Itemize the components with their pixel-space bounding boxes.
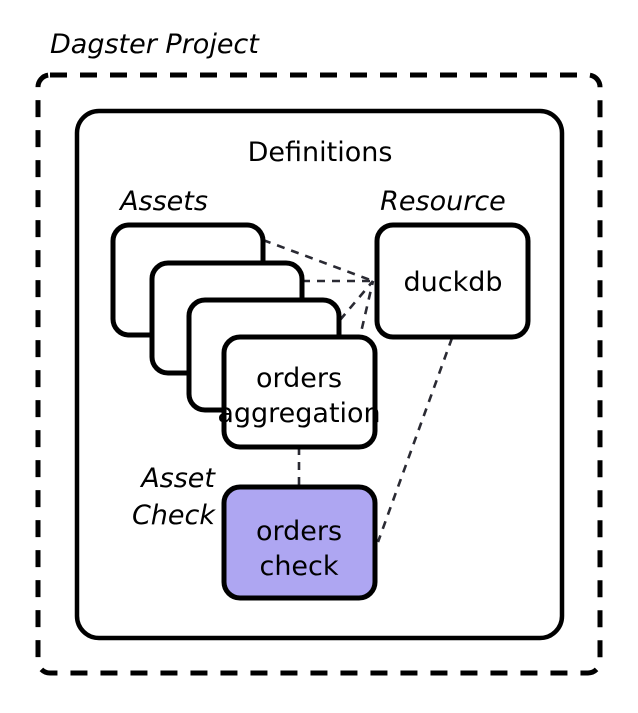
asset-check-orders-node[interactable] <box>221 484 378 601</box>
resource-duckdb-label: duckdb <box>403 267 502 298</box>
asset-check-group-label-line1: Asset <box>139 463 216 494</box>
asset-check-label-line2: check <box>259 551 338 582</box>
edge-asset3-to-duckdb <box>339 280 374 321</box>
edge-duckdb-to-orders-check <box>376 337 454 543</box>
project-title: Dagster Project <box>50 29 260 60</box>
assets-group-label: Assets <box>118 186 208 217</box>
resource-duckdb-node[interactable] <box>374 222 531 340</box>
project-boundary <box>35 72 603 676</box>
definitions-container <box>74 108 565 641</box>
asset-card-4-orders-aggregation[interactable] <box>221 334 378 450</box>
asset-card-4-label-line2: aggregation <box>217 398 380 429</box>
asset-card-4-label-line1: orders <box>256 363 342 394</box>
asset-check-group-label-line2: Check <box>132 500 216 531</box>
asset-check-label-line1: orders <box>256 516 342 547</box>
resource-group-label: Resource <box>380 186 506 217</box>
definitions-title: Definitions <box>248 137 393 168</box>
edge-asset4-to-duckdb <box>353 280 375 359</box>
edge-asset1-to-duckdb <box>262 238 374 283</box>
